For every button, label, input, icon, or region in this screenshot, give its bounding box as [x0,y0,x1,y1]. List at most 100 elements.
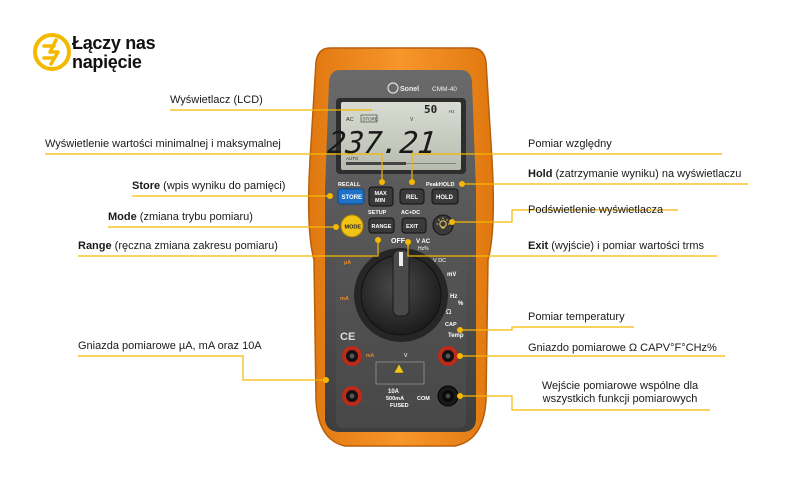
dial-ohm: Ω [446,308,452,316]
annotation-common-line2: wszystkich funkcji pomiarowych [542,393,698,405]
maxmin-button-label2: MIN [375,198,385,204]
dot-relative [409,179,415,185]
annotation-mode-rest: (zmiana trybu pomiaru) [136,211,253,223]
annotation-lcd: Wyświetlacz (LCD) [170,94,263,106]
spec-box [375,361,425,385]
annotation-exit-rest: (wyjście) i pomiar wartości trms [548,240,705,252]
lcd-ac-tag: AC [346,117,354,123]
maxmin-button-label1: MAX [375,191,388,197]
dial-vac: V AC [416,239,431,245]
store-button-label: STORE [342,195,363,201]
annotation-backlight: Podświetlenie wyświetlacza [528,204,664,216]
terminal-10a-label: 10A [388,389,400,395]
dial-hzpct: Hz% [418,246,429,252]
dot-hold [459,181,465,187]
sonel-logo-icon [387,82,399,94]
dot-maxmin [379,179,385,185]
annotation-store-bold: Store [132,180,161,192]
ce-mark-icon: CE [340,331,355,343]
annotation-hold: Hold (zatrzymanie wyniku) na wyświetlacz… [528,168,741,181]
terminal-ua-ma[interactable] [342,346,362,366]
dot-mode [333,224,339,230]
exit-button-label: EXIT [406,224,419,230]
annotation-store: Store (wpis wyniku do pamięci) [132,180,285,193]
lcd-auto: AUTO [346,156,359,161]
peakhold-label: PeakHOLD [426,182,454,188]
maxmin-button[interactable] [368,186,394,207]
lcd-store-box [360,114,378,123]
annotation-exit: Exit (wyjście) i pomiar wartości trms [528,240,704,253]
acdc-label: AC+DC [401,210,420,216]
dial-vdc: V DC [433,258,446,264]
annotation-range-rest: (ręczna zmiana zakresu pomiaru) [111,240,278,252]
backlight-button[interactable] [432,214,454,236]
dot-store [327,193,333,199]
leader-maxmin [45,153,383,182]
dot-socket-right [457,353,463,359]
terminal-fused-label: 500mA [386,396,404,402]
dot-temp [457,327,463,333]
annotation-relative: Pomiar względny [528,138,612,150]
lcd-v-unit: V [410,117,414,123]
terminal-v-label: V [404,353,408,359]
lcd-screen [341,102,461,170]
dot-backlight [449,219,455,225]
leader-backlight [452,209,678,223]
annotation-exit-bold: Exit [528,240,549,252]
dial-pct: % [458,301,464,307]
lcd-store-tag: STORE [363,117,378,122]
annotation-range-bold: Range [78,240,112,252]
annotation-hold-rest: (zatrzymanie wyniku) na wyświetlaczu [552,168,742,180]
lcd-bargraph [346,162,456,165]
brand-tagline: Łączy nas napięcie [72,34,156,72]
annotation-temperature: Pomiar temperatury [528,311,625,323]
rel-button[interactable] [399,188,425,205]
lcd-hz-unit: Hz [449,109,455,114]
dial-pointer [392,249,410,317]
store-button[interactable] [337,188,365,205]
dial-ua: µA [344,260,351,266]
terminal-v-ohm[interactable] [438,346,458,366]
annotation-range: Range (ręczna zmiana zakresu pomiaru) [78,240,278,253]
annotation-common: Wejście pomiarowe wspólne dla wszystkich… [528,380,712,406]
dot-range [375,237,381,243]
annotation-maxmin: Wyświetlenie wartości minimalnej i maksy… [45,138,281,150]
leader-range [78,240,379,257]
annotation-socket-right: Gniazdo pomiarowe Ω CAPV°F°CHz% [528,342,717,354]
range-button-label: RANGE [372,224,392,230]
dial-indicator [399,252,403,266]
annotation-hold-bold: Hold [528,168,553,180]
warning-icon [393,363,405,374]
dot-sockets [323,377,329,383]
terminal-com[interactable] [437,385,459,407]
model-name: CMM-40 [432,86,457,93]
range-button[interactable] [368,217,395,234]
terminal-com-label: COM [417,396,430,402]
terminal-10a[interactable] [342,386,362,406]
dial-hz: Hz [450,294,457,300]
dial-mv: mV [447,272,456,278]
annotation-common-line1: Wejście pomiarowe wspólne dla [541,380,699,392]
leader-sockets [78,355,326,381]
dial-cap: CAP [445,322,457,328]
hold-button[interactable] [431,188,459,205]
leader-common [460,395,710,411]
sonel-logo-text: Sonel [400,86,419,93]
lcd-small-reading: 50 [424,103,437,116]
terminal-ma-label: mA [366,353,374,359]
exit-button[interactable] [401,217,427,234]
brand-line2: napięcie [72,52,142,72]
annotation-store-rest: (wpis wyniku do pamięci) [160,180,286,192]
terminal-fused2-label: FUSED [390,403,409,409]
rel-button-label: REL [406,195,418,201]
mode-button[interactable] [340,214,364,238]
leader-temp [460,326,634,331]
dot-common [457,393,463,399]
leader-exit [407,242,717,257]
lightbulb-icon [436,217,450,229]
leader-relative [411,153,722,182]
mode-button-label: MODE [345,225,362,231]
